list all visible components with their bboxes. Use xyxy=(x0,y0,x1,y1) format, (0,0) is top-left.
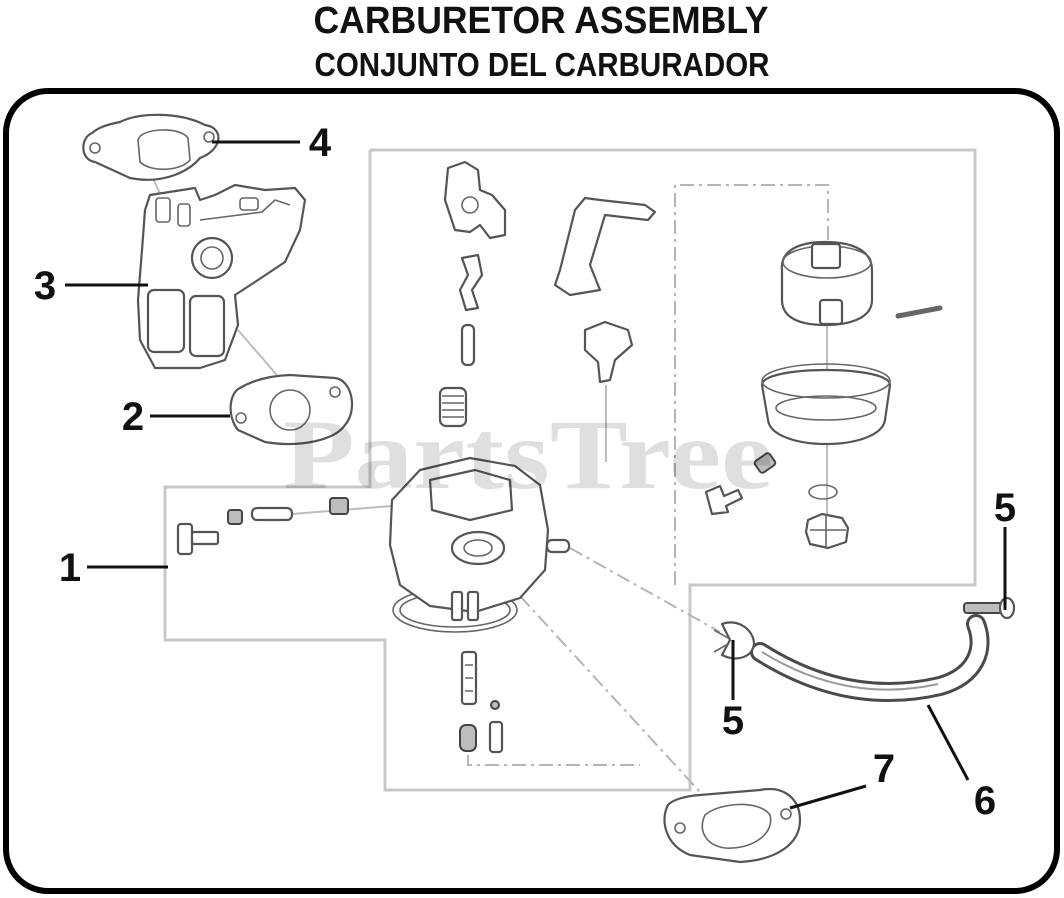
upper-components xyxy=(438,160,657,428)
choke-link xyxy=(458,253,484,312)
gasket-7-outline xyxy=(663,787,802,864)
pilot-screw-rod xyxy=(250,506,294,522)
diagram-frame xyxy=(3,88,1060,894)
choke-lever xyxy=(443,160,507,240)
screw-head xyxy=(176,522,194,556)
bracket-3-slot xyxy=(239,197,259,211)
callout-1: 1 xyxy=(59,546,81,590)
gasket-2-bolt-hole-left xyxy=(235,412,247,424)
title-spanish: CONJUNTO DEL CARBURADOR xyxy=(315,46,770,83)
pilot-screw-spring xyxy=(329,497,349,515)
bracket-3-pad-right xyxy=(188,294,226,358)
hose-clip-right-band xyxy=(963,602,1003,614)
carburetor-venturi-bore xyxy=(463,539,493,557)
hose-clip-left-body xyxy=(720,621,756,660)
fuel-hose-highlight xyxy=(761,651,939,691)
float-bowl-floor xyxy=(775,395,877,421)
small-jet-ball xyxy=(490,700,500,710)
bowl-post-right xyxy=(466,590,480,622)
gasket-7-port-hole xyxy=(701,803,772,849)
guide-jet-group xyxy=(467,755,640,766)
float-arm-lever xyxy=(553,196,657,297)
float-group-outline xyxy=(674,184,829,585)
hose-clip-part-5-right xyxy=(963,596,1016,620)
float-notch xyxy=(810,242,842,270)
fuel-hose-part-6 xyxy=(750,614,990,703)
float-body xyxy=(780,240,874,327)
main-jet xyxy=(459,724,477,752)
bowl-small-spring xyxy=(753,452,777,474)
bowl-drain-bolt-facets xyxy=(810,514,846,548)
throttle-spring-coils xyxy=(442,395,464,418)
float-bowl xyxy=(760,368,892,446)
gasket-4-bolt-hole-right xyxy=(203,131,215,143)
fuel-hose-inner xyxy=(753,617,987,700)
carburetor-top-block xyxy=(428,468,514,522)
watermark: PartsTree xyxy=(283,399,773,510)
callout-leaders xyxy=(65,140,1007,810)
hose-clip-left-tabs xyxy=(713,629,729,653)
guide-nozzle-to-clip xyxy=(569,547,721,633)
callout-2: 2 xyxy=(122,395,144,439)
float-bowl-rim xyxy=(761,363,891,399)
bowl-drain-bolt xyxy=(804,512,850,550)
gasket-7-bolt-hole-right xyxy=(780,808,792,820)
gasket-2-outline xyxy=(229,373,354,446)
callout-5-right: 5 xyxy=(994,486,1016,530)
gasket-4-outline xyxy=(82,113,220,181)
callout-labels: 4 3 2 1 5 5 6 7 xyxy=(34,121,1016,823)
leader-6 xyxy=(926,704,970,781)
guide-body-to-gasket7 xyxy=(519,595,701,793)
carburetor-body-part-1 xyxy=(388,456,571,633)
fuel-inlet-nozzle xyxy=(545,538,571,554)
main-nozzle-holes xyxy=(465,664,473,692)
choke-lever-pivot xyxy=(461,196,479,214)
float-needle-valve xyxy=(583,320,634,384)
idle-screw-set xyxy=(176,497,349,556)
bracket-3-boss xyxy=(190,236,234,280)
float-pin xyxy=(895,305,943,319)
choke-pin xyxy=(460,323,476,367)
bowl-post-left xyxy=(450,590,464,622)
callout-3: 3 xyxy=(34,264,56,308)
bracket-part-3 xyxy=(136,183,307,370)
leader-7 xyxy=(789,784,867,810)
callout-6: 6 xyxy=(974,779,996,823)
carburetor-venturi xyxy=(450,530,506,566)
gasket-part-7 xyxy=(663,787,802,864)
screw-spring xyxy=(227,509,243,525)
bowl-o-ring xyxy=(808,484,838,500)
callout-4: 4 xyxy=(309,121,332,165)
gasket-2-bolt-hole-right xyxy=(329,386,341,398)
gasket-2-port-hole xyxy=(269,389,311,431)
jet-components xyxy=(459,650,504,754)
callout-5-middle: 5 xyxy=(722,699,744,743)
bracket-3-pad-left xyxy=(146,288,186,354)
hose-clip-part-5-left xyxy=(713,621,756,660)
pilot-jet xyxy=(488,720,504,754)
bracket-3-tab-left xyxy=(155,197,171,223)
bowl-screw xyxy=(704,484,744,516)
bracket-3-arm xyxy=(199,199,291,221)
screw-shank xyxy=(190,530,220,546)
assembly-group-outline xyxy=(163,148,977,792)
bracket-3-boss-hole xyxy=(200,246,224,270)
gasket-4-bolt-hole-left xyxy=(89,142,101,154)
float-hinge xyxy=(818,298,844,326)
bracket-3-tab-mid xyxy=(177,203,191,227)
title-english: CARBURETOR ASSEMBLY xyxy=(314,0,769,42)
float-assembly xyxy=(704,240,943,550)
gasket-part-4 xyxy=(82,113,220,181)
gasket-7-bolt-hole-left xyxy=(674,822,686,834)
gasket-4-port-hole xyxy=(137,129,191,171)
gasket-part-2 xyxy=(229,373,354,446)
hose-clip-right-head xyxy=(998,596,1016,620)
callout-7: 7 xyxy=(873,747,895,791)
